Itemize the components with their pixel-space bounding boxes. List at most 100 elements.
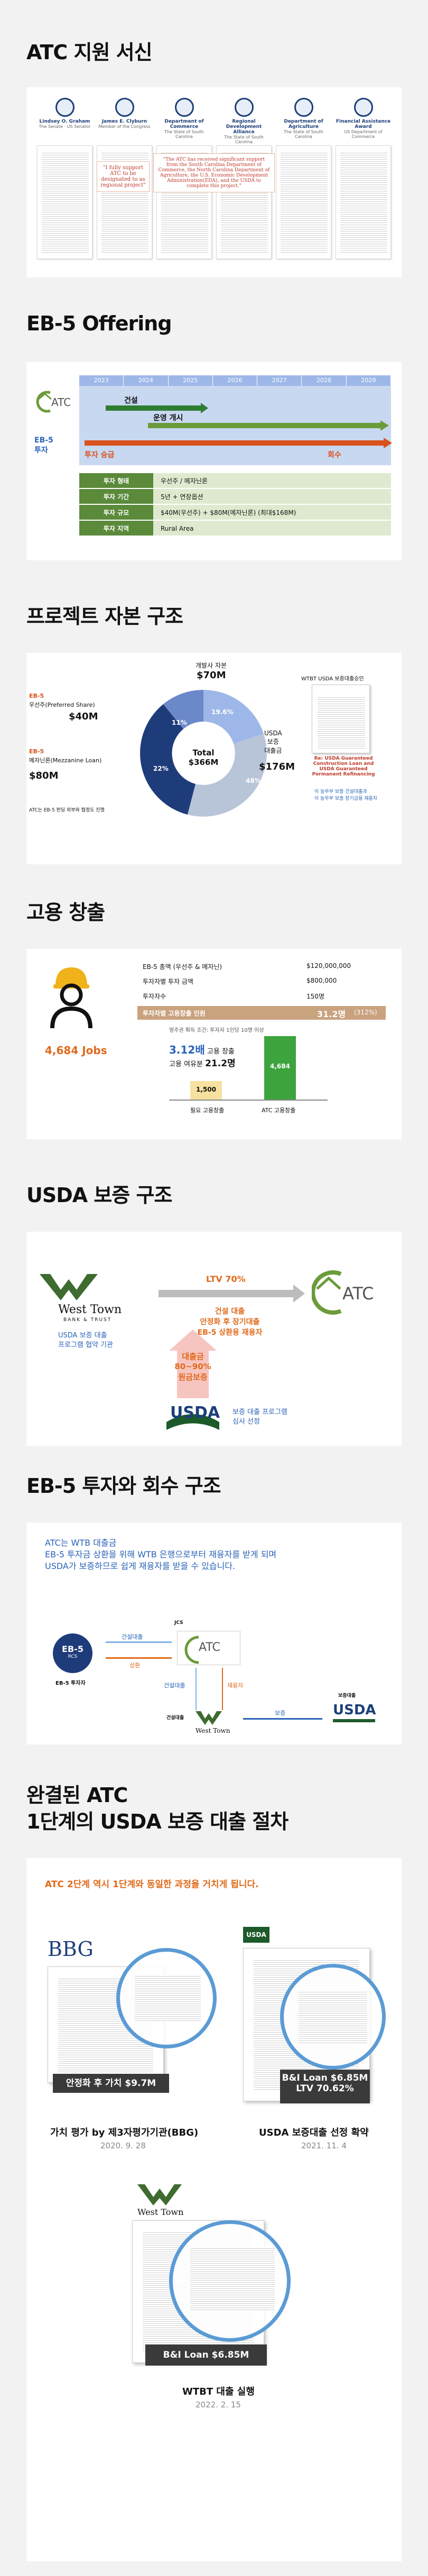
pref-label-1: EB-5 (29, 693, 44, 699)
atc-logo: ATC (34, 389, 77, 415)
jobs-highlight: 투자자별 고용창출 인원 31.2명 (312%) (137, 1006, 386, 1020)
quote-box-1: "I fully support ATC to be designated to… (97, 161, 150, 192)
usda-doc-title: USDA 보증대출 선정 확약 (259, 2127, 369, 2138)
guarantee-line (243, 1718, 322, 1720)
bank-sub: BANK & TRUST (63, 1317, 112, 1323)
usda-logo-icon (166, 1414, 219, 1430)
atc-logo-large: ATC (311, 1269, 391, 1316)
bbg-badge: 안정화 후 가치 $9.7M (53, 2074, 169, 2093)
re-text: Re: USDA Guaranteed Construction Loan an… (312, 756, 375, 777)
usda-label: USDA 보증 대출금 (264, 730, 282, 754)
mezz-value: $80M (29, 770, 59, 781)
invest-arrow-right (106, 1641, 172, 1643)
eb5-caption: EB-5 투자자 (55, 1681, 86, 1686)
seal-icon (234, 98, 254, 117)
seal-icon (174, 98, 194, 117)
eb5-left-label: EB-5 투자 (34, 436, 53, 455)
wtbt-date: 2022. 2. 15 (196, 2400, 241, 2409)
usda-doc-date: 2021. 11. 4 (301, 2141, 347, 2150)
timeline-year: 2029 (346, 375, 391, 386)
bar1-label: 필요 고용창출 (190, 1107, 225, 1114)
bank-desc-1: USDA 보증 대출 (58, 1332, 107, 1340)
slice-developer (203, 690, 264, 744)
wtbt-logo-icon (137, 2184, 182, 2205)
wtbt-doc: West Town B&I Loan $6.85M (132, 2183, 296, 2376)
operation-label: 운영 개시 (153, 414, 183, 422)
ltv-arrow-head (293, 1285, 305, 1303)
invest-p1: ATC는 WTB 대출금 (45, 1538, 117, 1548)
bank-loan-label: 건설대출 (166, 1715, 184, 1721)
pref-value: $40M (69, 711, 98, 722)
donut-center: Total $366M (188, 748, 219, 767)
guarantee-text: 대출금 80~90% 원금보증 (174, 1352, 211, 1382)
guarantee-arrow (169, 1329, 217, 1351)
bank-small-name: West Town (196, 1727, 230, 1734)
timeline-year: 2025 (168, 375, 213, 386)
seal-icon (55, 98, 75, 117)
usda-doc: USDA B&I Loan $6.85M LTV 70.62% (243, 1927, 386, 2117)
offering-title: EB-5 Offering (26, 312, 172, 335)
complete-header: ATC 2단계 역시 1단계와 동일한 과정을 거치게 됩니다. (45, 1879, 259, 1890)
note-1: 이 농무부 보증 건설대출과 (314, 789, 367, 795)
refi-arrow-up (222, 1668, 223, 1710)
timeline-year: 2023 (79, 375, 124, 386)
usda-logo-text: USDA (170, 1404, 220, 1422)
capital-footnote: ATC는 EB-5 펀딩 외부와 협정도 진행 (29, 808, 105, 813)
invest-title: EB-5 투자와 회수 구조 (26, 1474, 221, 1498)
usda-value: $176M (259, 761, 295, 772)
recover-label: 회수 (328, 451, 341, 459)
mezz-label-2: 메자닌론(Mezzanine Loan) (29, 757, 102, 764)
repay-label: 상환 (129, 1662, 141, 1669)
worker-icon (50, 967, 92, 1029)
seal-icon (353, 98, 373, 117)
timeline-year: 2028 (302, 375, 347, 386)
ltv-label: LTV 70% (206, 1274, 246, 1284)
invest-arrow (85, 440, 386, 446)
capital-section: 프로젝트 자본 구조 Total $366M 19.6% 11% 22% 48%… (0, 589, 428, 885)
jobs-card: 4,684 Jobs EB-5 총액 (우선주 & 메자닌)$120,000,0… (26, 949, 402, 1139)
invest-card: ATC는 WTB 대출금 EB-5 투자금 상환을 위해 WTB 은행으로부터 … (26, 1522, 402, 1744)
usda-small-text: USDA (333, 1702, 376, 1718)
bank-desc-2: 프로그램 협약 기관 (58, 1341, 113, 1349)
repay-arrow (106, 1657, 172, 1659)
usda-card: West Town BANK & TRUST USDA 보증 대출 프로그램 협… (26, 1232, 402, 1446)
construction-label: 건설 (124, 396, 138, 405)
bbg-date: 2020. 9. 28 (100, 2141, 146, 2150)
usda-title: USDA 보증 구조 (26, 1184, 172, 1207)
wtbt-badge: B&I Loan $6.85M (145, 2344, 267, 2366)
jobs-title: 고용 창출 (26, 901, 105, 924)
jobs-section: 고용 창출 4,684 Jobs EB-5 총액 (우선주 & 메자닌)$120… (0, 885, 428, 1171)
invest-p3: USDA가 보증하므로 쉽게 재융자를 받을 수 있습니다. (45, 1561, 236, 1571)
jobs-requirement: 영주권 획득 조건: 투자자 1인당 10명 이상 (169, 1028, 264, 1033)
doc-caption: WTBT USDA 보증대출승인 (301, 676, 364, 682)
westtown-small-icon (196, 1711, 222, 1725)
jobs-row: 투자자별 투자 금액$800,000 (143, 977, 337, 985)
mezz-label-1: EB-5 (29, 748, 44, 755)
complete-title-2: 1단계의 USDA 보증 대출 절차 (26, 1810, 289, 1833)
refi-label: 재융자 (227, 1682, 244, 1689)
letter-doc (37, 145, 92, 259)
atc-top: JCS (174, 1620, 183, 1626)
timeline-year: 2026 (212, 375, 258, 386)
capital-title: 프로젝트 자본 구조 (26, 605, 183, 628)
big-line-2: 고용 여유분 21.2명 (169, 1058, 236, 1069)
wtbt-logo-text: West Town (137, 2207, 184, 2217)
wtbt-title: WTBT 대출 실행 (182, 2386, 255, 2397)
bar-atc: 4,684 (264, 1036, 296, 1100)
dev-label: 개발사 자본 (196, 662, 227, 669)
guarantee-label: 보증 (275, 1710, 286, 1716)
seal-icon (115, 98, 134, 117)
pref-label-2: 우선주(Preferred Share) (29, 701, 95, 708)
ltv-arrow (159, 1290, 296, 1297)
operation-arrow (148, 423, 380, 428)
bbg-logo: BBG (48, 1937, 94, 1961)
invest-arrow-head (384, 438, 392, 448)
timeline-year: 2024 (124, 375, 169, 386)
capital-donut (140, 689, 267, 817)
